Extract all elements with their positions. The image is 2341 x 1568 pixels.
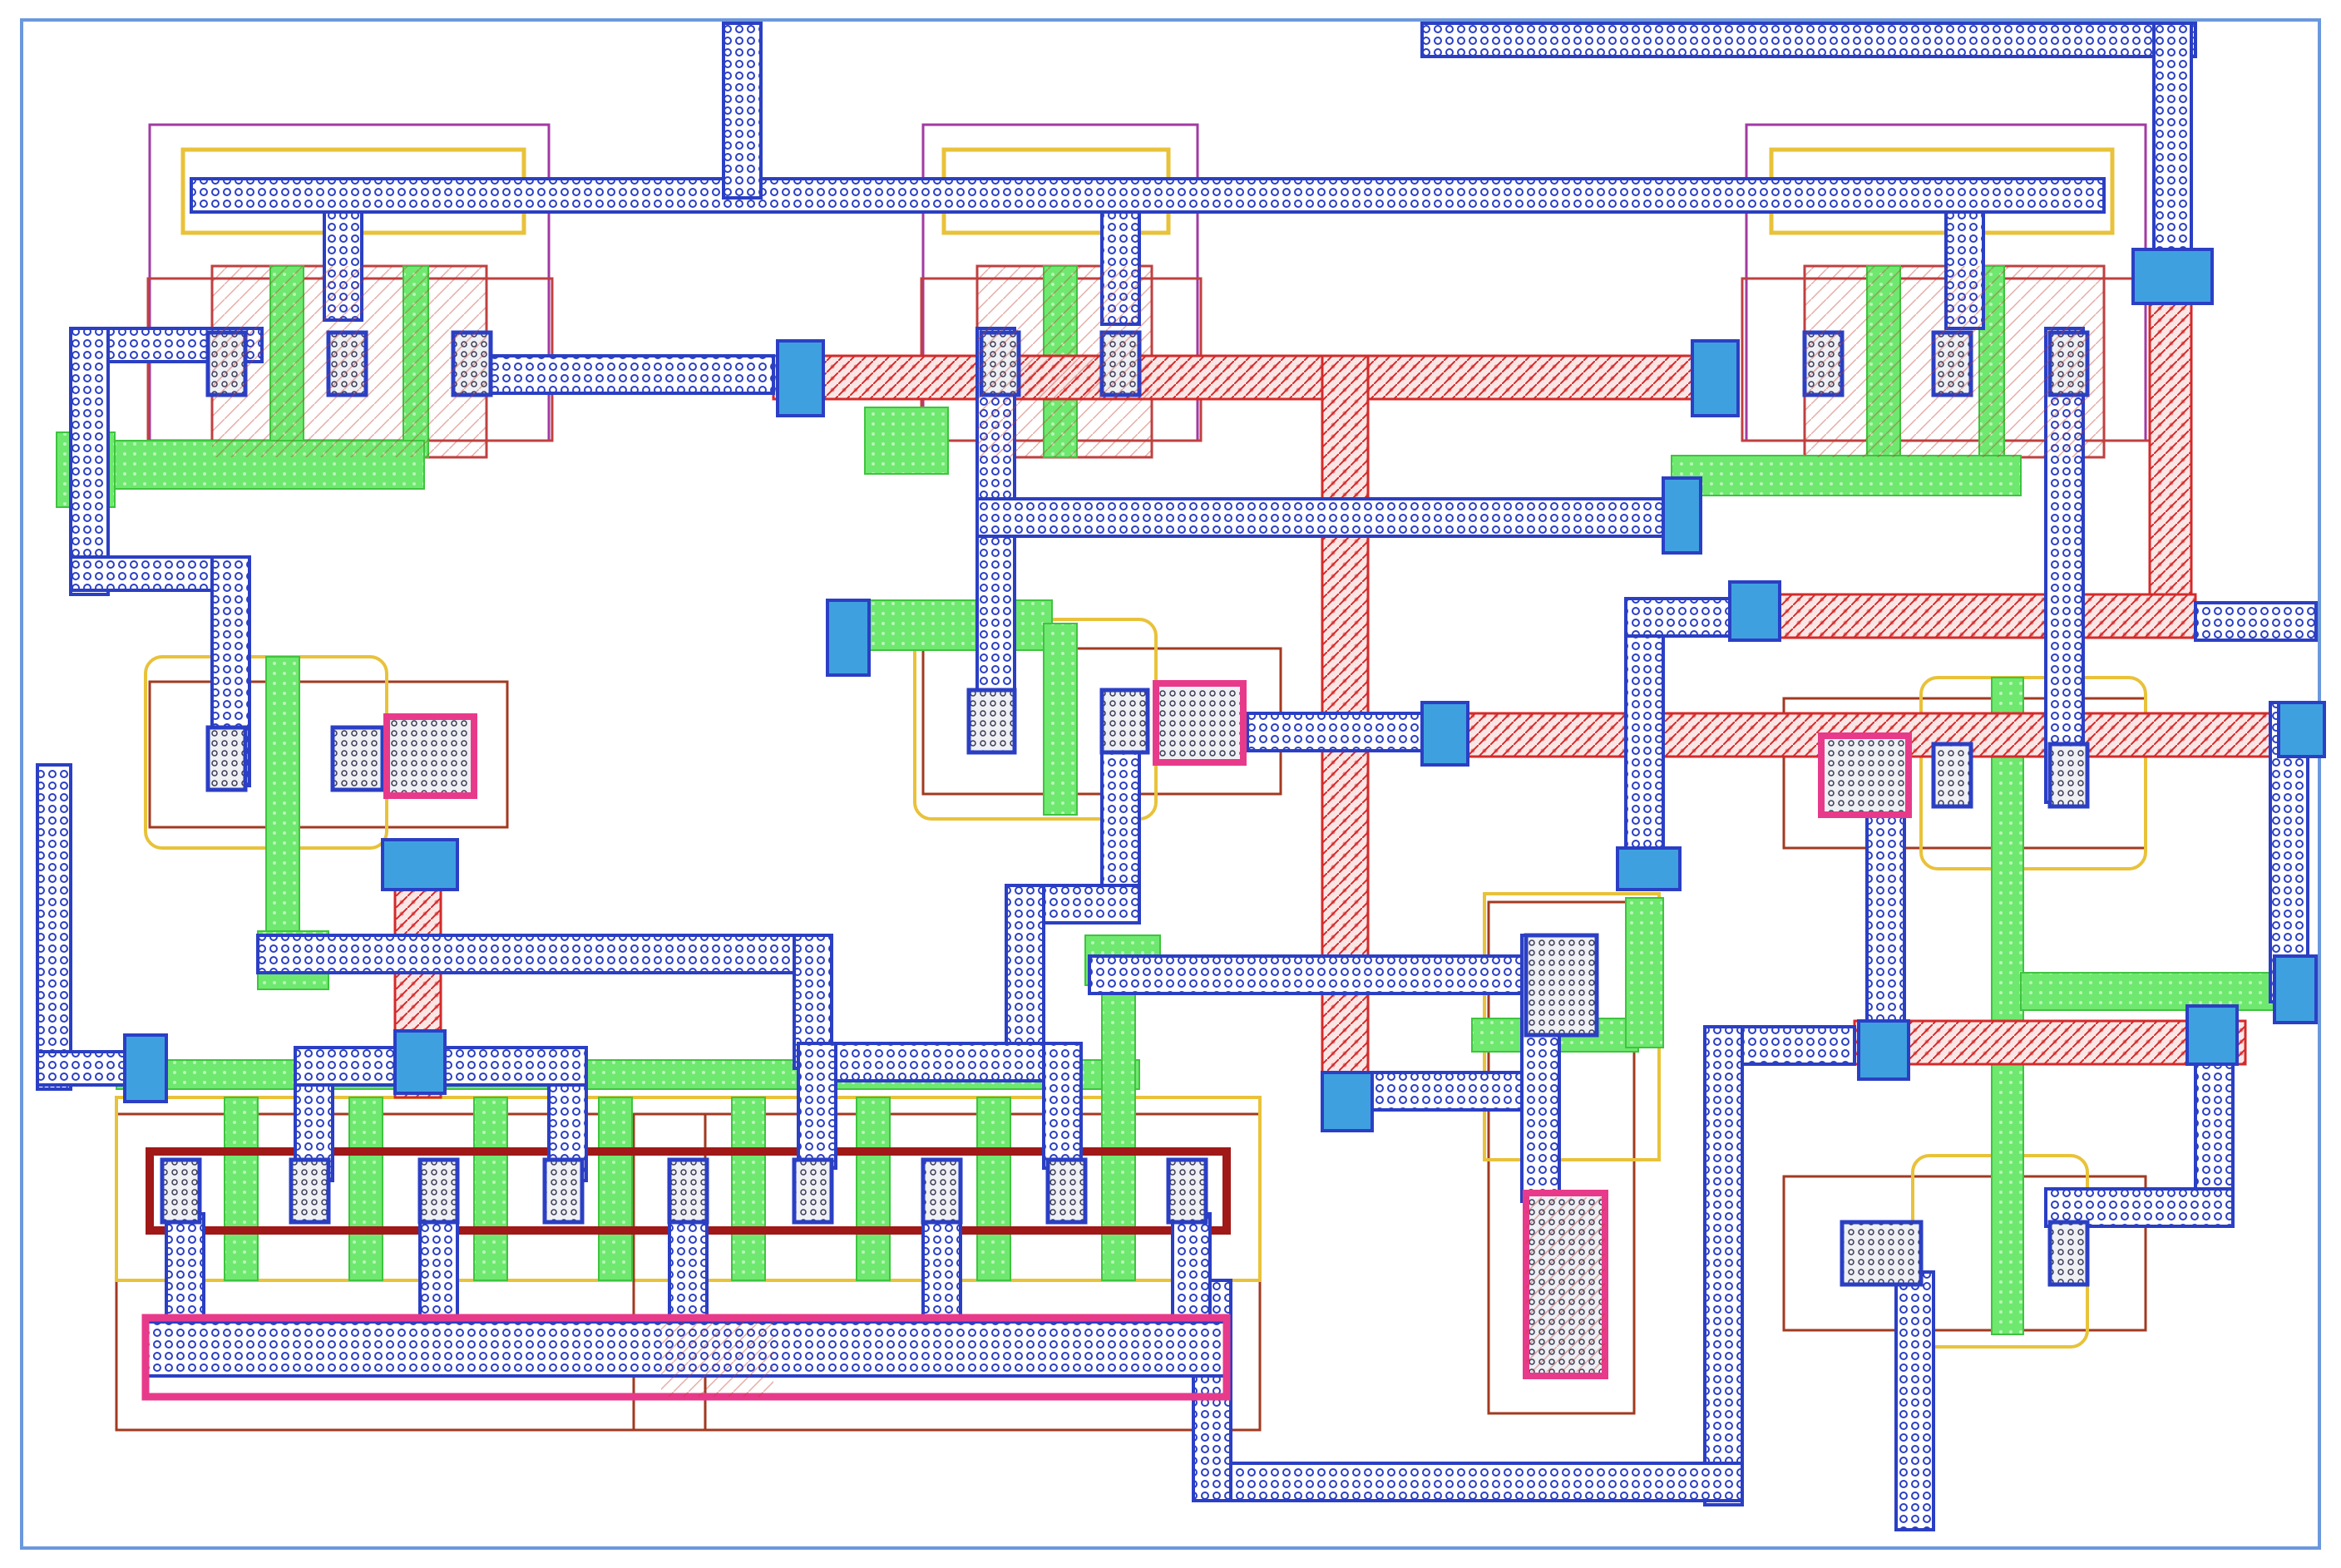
pwell-right-bottom bbox=[1782, 1175, 2147, 1332]
contact-pad-icon bbox=[1818, 732, 1912, 818]
active-hatch bbox=[212, 266, 2104, 1397]
pwell-mid-left bbox=[148, 680, 509, 829]
metal1-power-rail bbox=[190, 177, 2106, 214]
via-icon bbox=[776, 339, 825, 417]
via-icon bbox=[2131, 248, 2214, 305]
via-icon bbox=[2277, 701, 2326, 758]
via-icon bbox=[1662, 476, 1702, 555]
pwell-center-tall bbox=[1487, 900, 1636, 1415]
via-icon bbox=[2273, 954, 2318, 1024]
via-layer bbox=[123, 248, 2326, 1132]
via-icon bbox=[1857, 1019, 1910, 1081]
layout-frame bbox=[20, 18, 2321, 1550]
via-icon bbox=[1321, 1071, 1374, 1132]
via-icon bbox=[826, 599, 871, 677]
contact-pad-icon bbox=[1153, 680, 1247, 766]
via-icon bbox=[1616, 846, 1682, 891]
via-icon bbox=[1691, 339, 1740, 417]
via-icon bbox=[2185, 1004, 2239, 1066]
via-icon bbox=[123, 1033, 168, 1103]
contact-pad-icon bbox=[383, 713, 477, 799]
via-icon bbox=[1728, 580, 1781, 642]
via-icon bbox=[1420, 701, 1469, 767]
via-icon bbox=[393, 1029, 447, 1095]
via-icon bbox=[381, 838, 459, 891]
